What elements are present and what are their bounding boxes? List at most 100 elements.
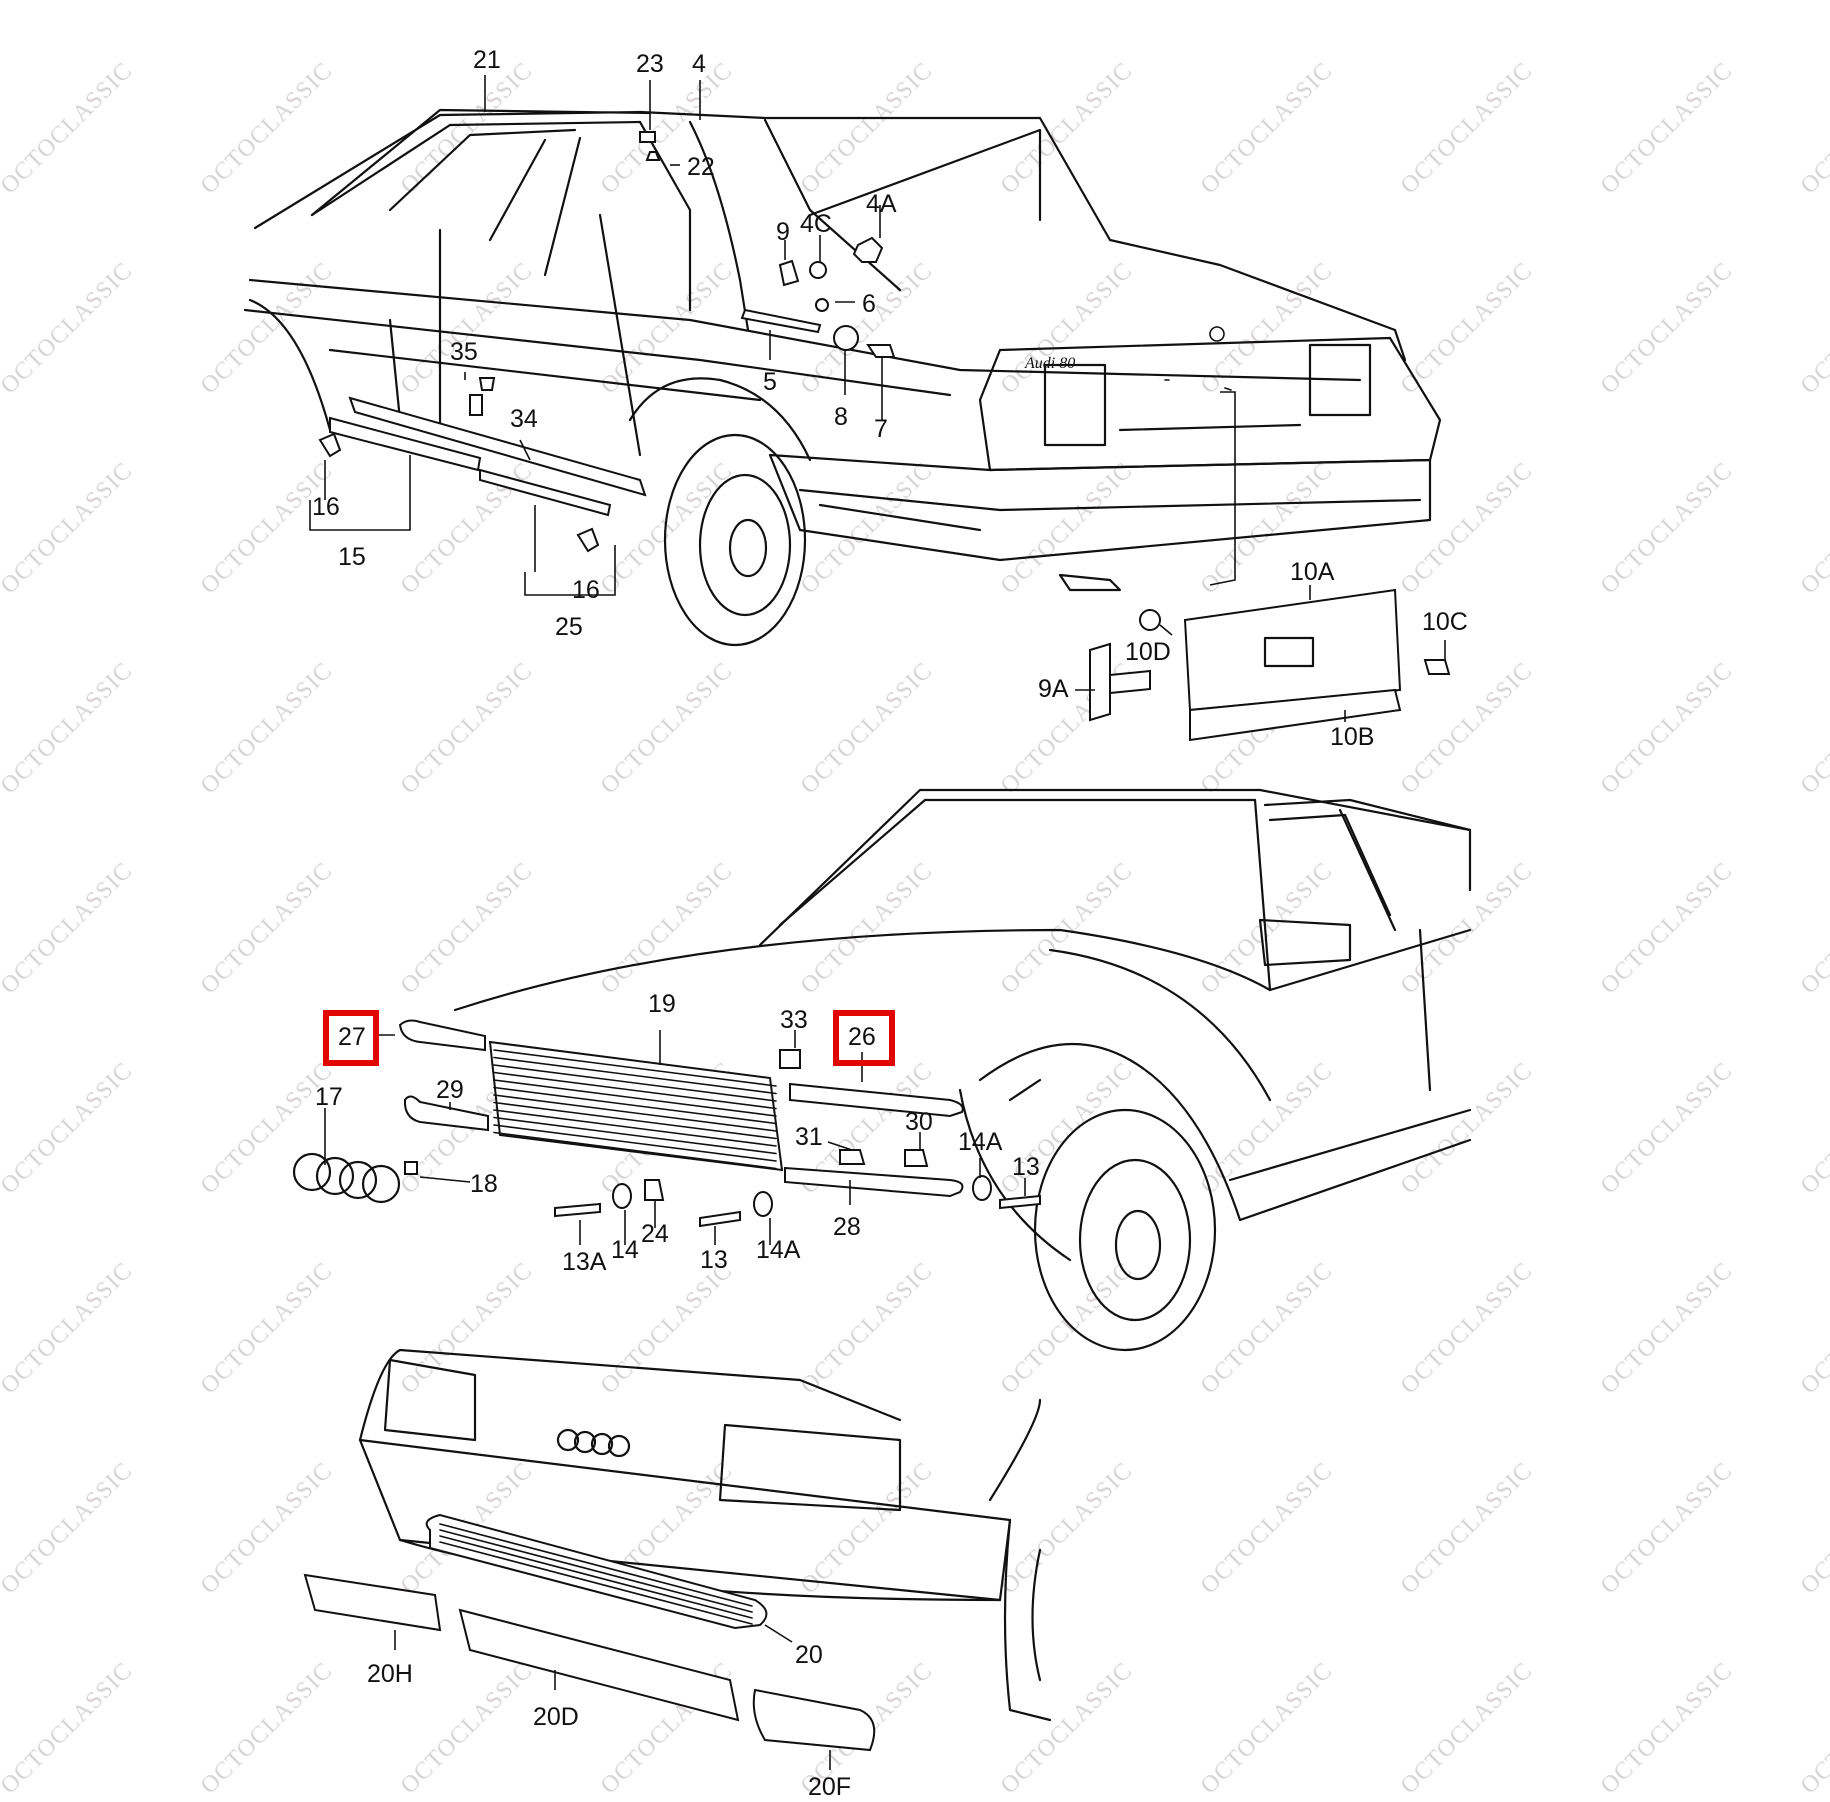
label-5: 5 (763, 368, 777, 396)
bumper-grille-slat (439, 1541, 753, 1625)
watermark-text: OCTOCLASSIC (196, 857, 338, 999)
watermark-text: OCTOCLASSIC (1196, 1657, 1338, 1799)
watermark-text: OCTOCLASSIC (1196, 1457, 1338, 1599)
watermark-text: OCTOCLASSIC (1796, 1657, 1830, 1799)
watermark-text: OCTOCLASSIC (1596, 1457, 1738, 1599)
watermark-text: OCTOCLASSIC (196, 657, 338, 799)
watermark-text: OCTOCLASSIC (1396, 57, 1538, 199)
highlight-27 (323, 1010, 379, 1066)
watermark-text: OCTOCLASSIC (196, 1257, 338, 1399)
bottom-leaders (394, 1624, 831, 1770)
watermark-text: OCTOCLASSIC (596, 257, 738, 399)
label-13-r: 13 (1012, 1153, 1040, 1181)
watermark-text: OCTOCLASSIC (1596, 457, 1738, 599)
grille-slat (493, 1064, 777, 1102)
watermark-text: OCTOCLASSIC (396, 457, 538, 599)
label-7: 7 (874, 415, 888, 443)
label-14a: 14A (756, 1236, 801, 1264)
grille-slat (493, 1101, 777, 1140)
watermark-text: OCTOCLASSIC (0, 857, 138, 999)
bumper-grilles (303, 1513, 876, 1752)
label-34: 34 (510, 405, 538, 433)
label-20h: 20H (367, 1660, 413, 1688)
watermark-text: OCTOCLASSIC (796, 857, 938, 999)
label-20: 20 (795, 1641, 823, 1669)
label-28: 28 (833, 1213, 861, 1241)
grille-slat (493, 1049, 777, 1087)
label-30: 30 (905, 1108, 933, 1136)
watermark-text: OCTOCLASSIC (196, 457, 338, 599)
grille-slat (493, 1071, 777, 1110)
label-10c: 10C (1422, 608, 1468, 636)
grille-slat (493, 1131, 777, 1170)
label-14: 14 (611, 1236, 639, 1264)
label-19: 19 (648, 990, 676, 1018)
grille-slat (493, 1109, 777, 1147)
watermark-text: OCTOCLASSIC (596, 57, 738, 199)
label-26: 26 (848, 1023, 876, 1051)
highlight-26 (833, 1010, 895, 1066)
label-4a-top: 4A (866, 190, 897, 218)
grille-slat (493, 1124, 777, 1162)
middle-leaders (324, 1030, 1026, 1245)
label-20d: 20D (533, 1703, 579, 1731)
watermark-text: OCTOCLASSIC (1396, 457, 1538, 599)
watermark-text: OCTOCLASSIC (1596, 1057, 1738, 1199)
roof-moulding (310, 108, 652, 217)
label-4c: 4C (800, 210, 832, 238)
watermark-text: OCTOCLASSIC (1796, 857, 1830, 999)
front-car-outline (453, 788, 1472, 1352)
grille-slat (493, 1094, 777, 1132)
label-4: 4 (692, 50, 706, 78)
watermark-text: OCTOCLASSIC (1196, 1257, 1338, 1399)
label-20f: 20F (808, 1773, 851, 1801)
watermark-text: OCTOCLASSIC (1596, 657, 1738, 799)
watermark-text: OCTOCLASSIC (1596, 857, 1738, 999)
watermark-text: OCTOCLASSIC (996, 57, 1138, 199)
top-leaders (309, 75, 1446, 722)
watermark-text: OCTOCLASSIC (1796, 1057, 1830, 1199)
label-13a: 13A (562, 1248, 607, 1276)
label-18: 18 (470, 1170, 498, 1198)
label-9a: 9A (1038, 675, 1069, 703)
watermark-text: OCTOCLASSIC (396, 657, 538, 799)
callout-labels: 21 23 4 22 4C 4A 9 6 5 8 7 35 34 16 15 1… (312, 46, 1468, 1801)
watermark-text: OCTOCLASSIC (1396, 657, 1538, 799)
label-25: 25 (555, 613, 583, 641)
watermark-text: OCTOCLASSIC (596, 857, 738, 999)
watermark-text: OCTOCLASSIC (796, 457, 938, 599)
watermark-text: OCTOCLASSIC (1396, 1457, 1538, 1599)
watermark-text: OCTOCLASSIC (1596, 257, 1738, 399)
trunk-badge: Audi 80 (1024, 355, 1075, 372)
watermark-text: OCTOCLASSIC (1796, 57, 1830, 199)
rear-car-outline: Audi 80 (243, 110, 1442, 647)
watermark-text: OCTOCLASSIC (0, 1257, 138, 1399)
watermark-text: OCTOCLASSIC (796, 57, 938, 199)
label-21: 21 (473, 46, 501, 74)
watermark-text: OCTOCLASSIC (996, 1257, 1138, 1399)
grille-slat (493, 1116, 777, 1155)
grille-slat (493, 1079, 777, 1117)
watermark-text: OCTOCLASSIC (396, 1257, 538, 1399)
grille-slat (493, 1086, 777, 1125)
label-29: 29 (436, 1076, 464, 1104)
watermark-text: OCTOCLASSIC (1396, 1257, 1538, 1399)
label-10d: 10D (1125, 638, 1171, 666)
label-10b: 10B (1330, 723, 1374, 751)
watermark-text: OCTOCLASSIC (1796, 1457, 1830, 1599)
watermark-text: OCTOCLASSIC (0, 257, 138, 399)
watermark-text: OCTOCLASSIC (796, 1457, 938, 1599)
watermark-text: OCTOCLASSIC (796, 1257, 938, 1399)
label-33: 33 (780, 1006, 808, 1034)
label-6: 6 (862, 290, 876, 318)
bumper-grille-slat (439, 1529, 753, 1613)
label-24: 24 (641, 1220, 669, 1248)
label-22: 22 (687, 153, 715, 181)
watermark-text: OCTOCLASSIC (796, 657, 938, 799)
watermark-text: OCTOCLASSIC (1596, 1257, 1738, 1399)
label-27: 27 (338, 1023, 366, 1051)
watermark-text: OCTOCLASSIC (396, 1657, 538, 1799)
watermark-text: OCTOCLASSIC (1796, 1257, 1830, 1399)
watermark-text: OCTOCLASSIC (1396, 1057, 1538, 1199)
